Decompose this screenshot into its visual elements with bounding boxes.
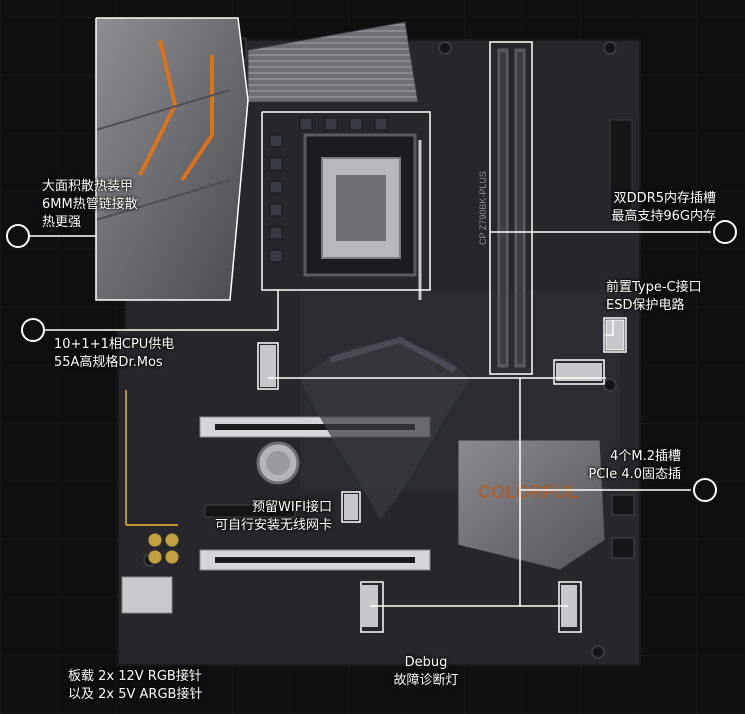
- ddr5-callout-line2: 最高支持96G内存: [611, 209, 716, 224]
- heatsink-callout-line3: 热更强: [42, 215, 82, 230]
- m2-slot-b: [556, 363, 602, 381]
- audio-chip-cover: [121, 576, 173, 614]
- m2-slot-highlight: [257, 342, 279, 390]
- m2-slot-d: [561, 585, 577, 627]
- callout-node-icon: [21, 318, 45, 342]
- atx-24pin-connector: [609, 119, 633, 221]
- callout-lines: [30, 17, 711, 607]
- debug-led-highlight-2: [558, 581, 582, 633]
- vrm-chokes: [269, 117, 388, 263]
- board-model-silk: CP Z790BK-PLUS: [478, 171, 488, 245]
- heatsink-callout-line1: 大面积散热装甲: [42, 179, 134, 194]
- wifi-callout-line1: 预留WIFI接口: [252, 500, 332, 515]
- typec-callout: 前置Type-C接口 ESD保护电路: [606, 279, 702, 315]
- callout-node-icon: [693, 478, 717, 502]
- m2-callout-line2: PCIe 4.0固态插: [588, 467, 681, 482]
- dimm-highlight: [489, 41, 533, 375]
- heatsink-orange-accent: [138, 39, 178, 176]
- m2-heatsink-brand: COLORFUL: [478, 482, 578, 502]
- debug-callout-line2: 故障诊断灯: [393, 673, 459, 688]
- typec-highlight: [603, 317, 627, 353]
- pcie-x1-slot: [204, 504, 296, 518]
- typec-callout-line2: ESD保护电路: [606, 298, 685, 313]
- m2-callout: 4个M.2插槽 PCIe 4.0固态插: [588, 448, 681, 484]
- heatsink-callout-line2: 6MM热管链接散: [42, 197, 138, 212]
- debug-led-highlight: [360, 581, 384, 633]
- rgb-callout-line1: 板载 2x 12V RGB接针: [68, 669, 202, 684]
- m2-slot-highlight-2: [553, 359, 605, 385]
- wifi-callout-line2: 可自行安装无线网卡: [214, 518, 332, 533]
- rgb-callout: 板载 2x 12V RGB接针 以及 2x 5V ARGB接针: [68, 668, 202, 704]
- ddr5-callout: 双DDR5内存插槽 最高支持96G内存: [611, 190, 716, 226]
- sata-ports: [611, 494, 635, 559]
- heatsink-orange-accent: [180, 55, 214, 182]
- vrm-callout-line1: 10+1+1相CPU供电: [54, 337, 175, 352]
- dragon-art: [300, 342, 470, 520]
- vrm-callout-line2: 55A高规格Dr.Mos: [54, 355, 163, 370]
- left-vrm-heatsink: [95, 17, 249, 301]
- m2-heatsink: [457, 439, 606, 571]
- heatsink-callout: 大面积散热装甲 6MM热管链接散 热更强: [42, 178, 138, 232]
- debug-callout: Debug 故障诊断灯: [381, 654, 471, 690]
- rgb-callout-line2: 以及 2x 5V ARGB接针: [68, 687, 203, 702]
- m2-callout-line1: 4个M.2插槽: [610, 449, 681, 464]
- vrm-top-heatsink: [247, 21, 419, 103]
- cpu-socket-center: [336, 175, 386, 241]
- callout-node-icon: [713, 220, 737, 244]
- debug-callout-line1: Debug: [404, 655, 448, 670]
- m2-slot-a: [260, 345, 276, 387]
- wifi-m2-slot: [344, 494, 358, 520]
- callout-node-icon: [6, 224, 30, 248]
- audio-capacitors: [147, 532, 180, 565]
- wifi-slot-highlight: [341, 491, 361, 523]
- typec-callout-line1: 前置Type-C接口: [606, 280, 702, 295]
- wifi-callout: 预留WIFI接口 可自行安装无线网卡: [215, 499, 332, 535]
- ddr5-callout-line1: 双DDR5内存插槽: [613, 191, 716, 206]
- vrm-callout: 10+1+1相CPU供电 55A高规格Dr.Mos: [54, 336, 174, 372]
